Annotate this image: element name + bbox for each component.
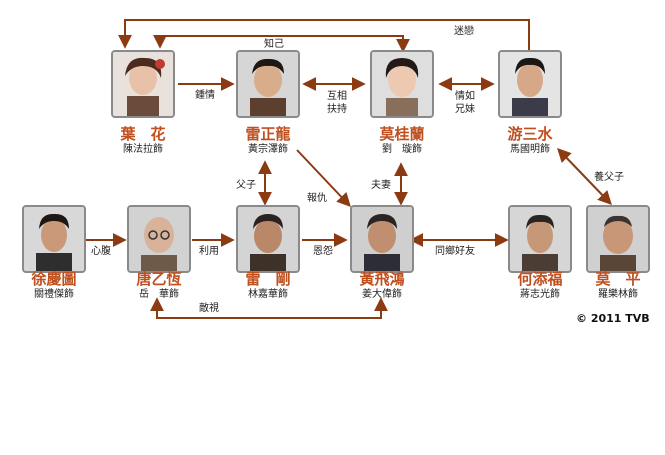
portrait-xu-qing-tu	[22, 205, 86, 273]
character-name: 唐乙恆	[136, 270, 182, 288]
relation-label-li-yong: 利用	[199, 246, 219, 257]
character-name: 莫桂蘭	[379, 125, 425, 143]
actor-credit: 劉 璇飾	[382, 144, 422, 155]
character-name: 何添福	[517, 270, 563, 288]
relation-label-mi-lian: 迷戀	[454, 26, 474, 37]
character-name: 徐慶圖	[31, 270, 77, 288]
relation-label-tong-xiang: 同鄉好友	[435, 246, 475, 257]
relation-label-fu-chi: 扶持	[327, 104, 347, 115]
relation-label-xin-fu: 心腹	[91, 246, 111, 257]
portrait-you-san-shui	[498, 50, 562, 118]
relation-label-qing-ru: 情如	[455, 91, 475, 102]
portrait-lei-zheng-long	[236, 50, 300, 118]
line-di-shi	[150, 297, 388, 319]
relation-label-hu-xiang: 互相	[327, 91, 347, 102]
relation-label-xiong-mei: 兄妹	[455, 104, 475, 115]
relation-label-fu-qi: 夫妻	[371, 180, 391, 191]
portrait-mo-gui-lan	[370, 50, 434, 118]
actor-credit: 岳 華飾	[139, 289, 179, 300]
character-name: 雷 剛	[245, 270, 291, 288]
actor-credit: 蔣志光飾	[520, 289, 560, 300]
portrait-ye-hua	[111, 50, 175, 118]
line-yang-fu-zi	[557, 147, 612, 206]
line-zhi-ji	[153, 34, 410, 53]
character-name: 葉 花	[120, 125, 166, 143]
portrait-he-tian-fu	[508, 205, 572, 273]
actor-credit: 馬國明飾	[510, 144, 550, 155]
relation-label-fu-zi: 父子	[236, 180, 256, 191]
portrait-tang-yi-heng	[127, 205, 191, 273]
relation-label-zhong-qing: 鍾情	[195, 90, 215, 101]
relation-label-di-shi: 敵視	[199, 303, 219, 314]
relation-label-zhi-ji: 知己	[264, 39, 284, 50]
actor-credit: 關禮傑飾	[34, 289, 74, 300]
portrait-lei-gang	[236, 205, 300, 273]
actor-credit: 羅樂林飾	[598, 289, 638, 300]
character-name: 游三水	[507, 125, 553, 143]
portrait-huang-fei-hong	[350, 205, 414, 273]
line-bao-chou	[296, 149, 351, 208]
line-mi-lian	[118, 19, 530, 50]
actor-credit: 黃宗澤飾	[248, 144, 288, 155]
copyright-notice: © 2011 TVB	[576, 312, 650, 325]
character-name: 黃飛鴻	[359, 270, 405, 288]
relation-label-en-yuan: 恩怨	[313, 246, 333, 257]
relation-label-yang-fu-zi: 養父子	[594, 172, 624, 183]
portrait-mo-ping	[586, 205, 650, 273]
character-name: 雷正龍	[245, 125, 291, 143]
actor-credit: 姜大偉飾	[362, 289, 402, 300]
character-name: 莫 平	[595, 270, 641, 288]
actor-credit: 林嘉華飾	[248, 289, 288, 300]
relation-label-bao-chou: 報仇	[307, 193, 327, 204]
actor-credit: 陳法拉飾	[123, 144, 163, 155]
